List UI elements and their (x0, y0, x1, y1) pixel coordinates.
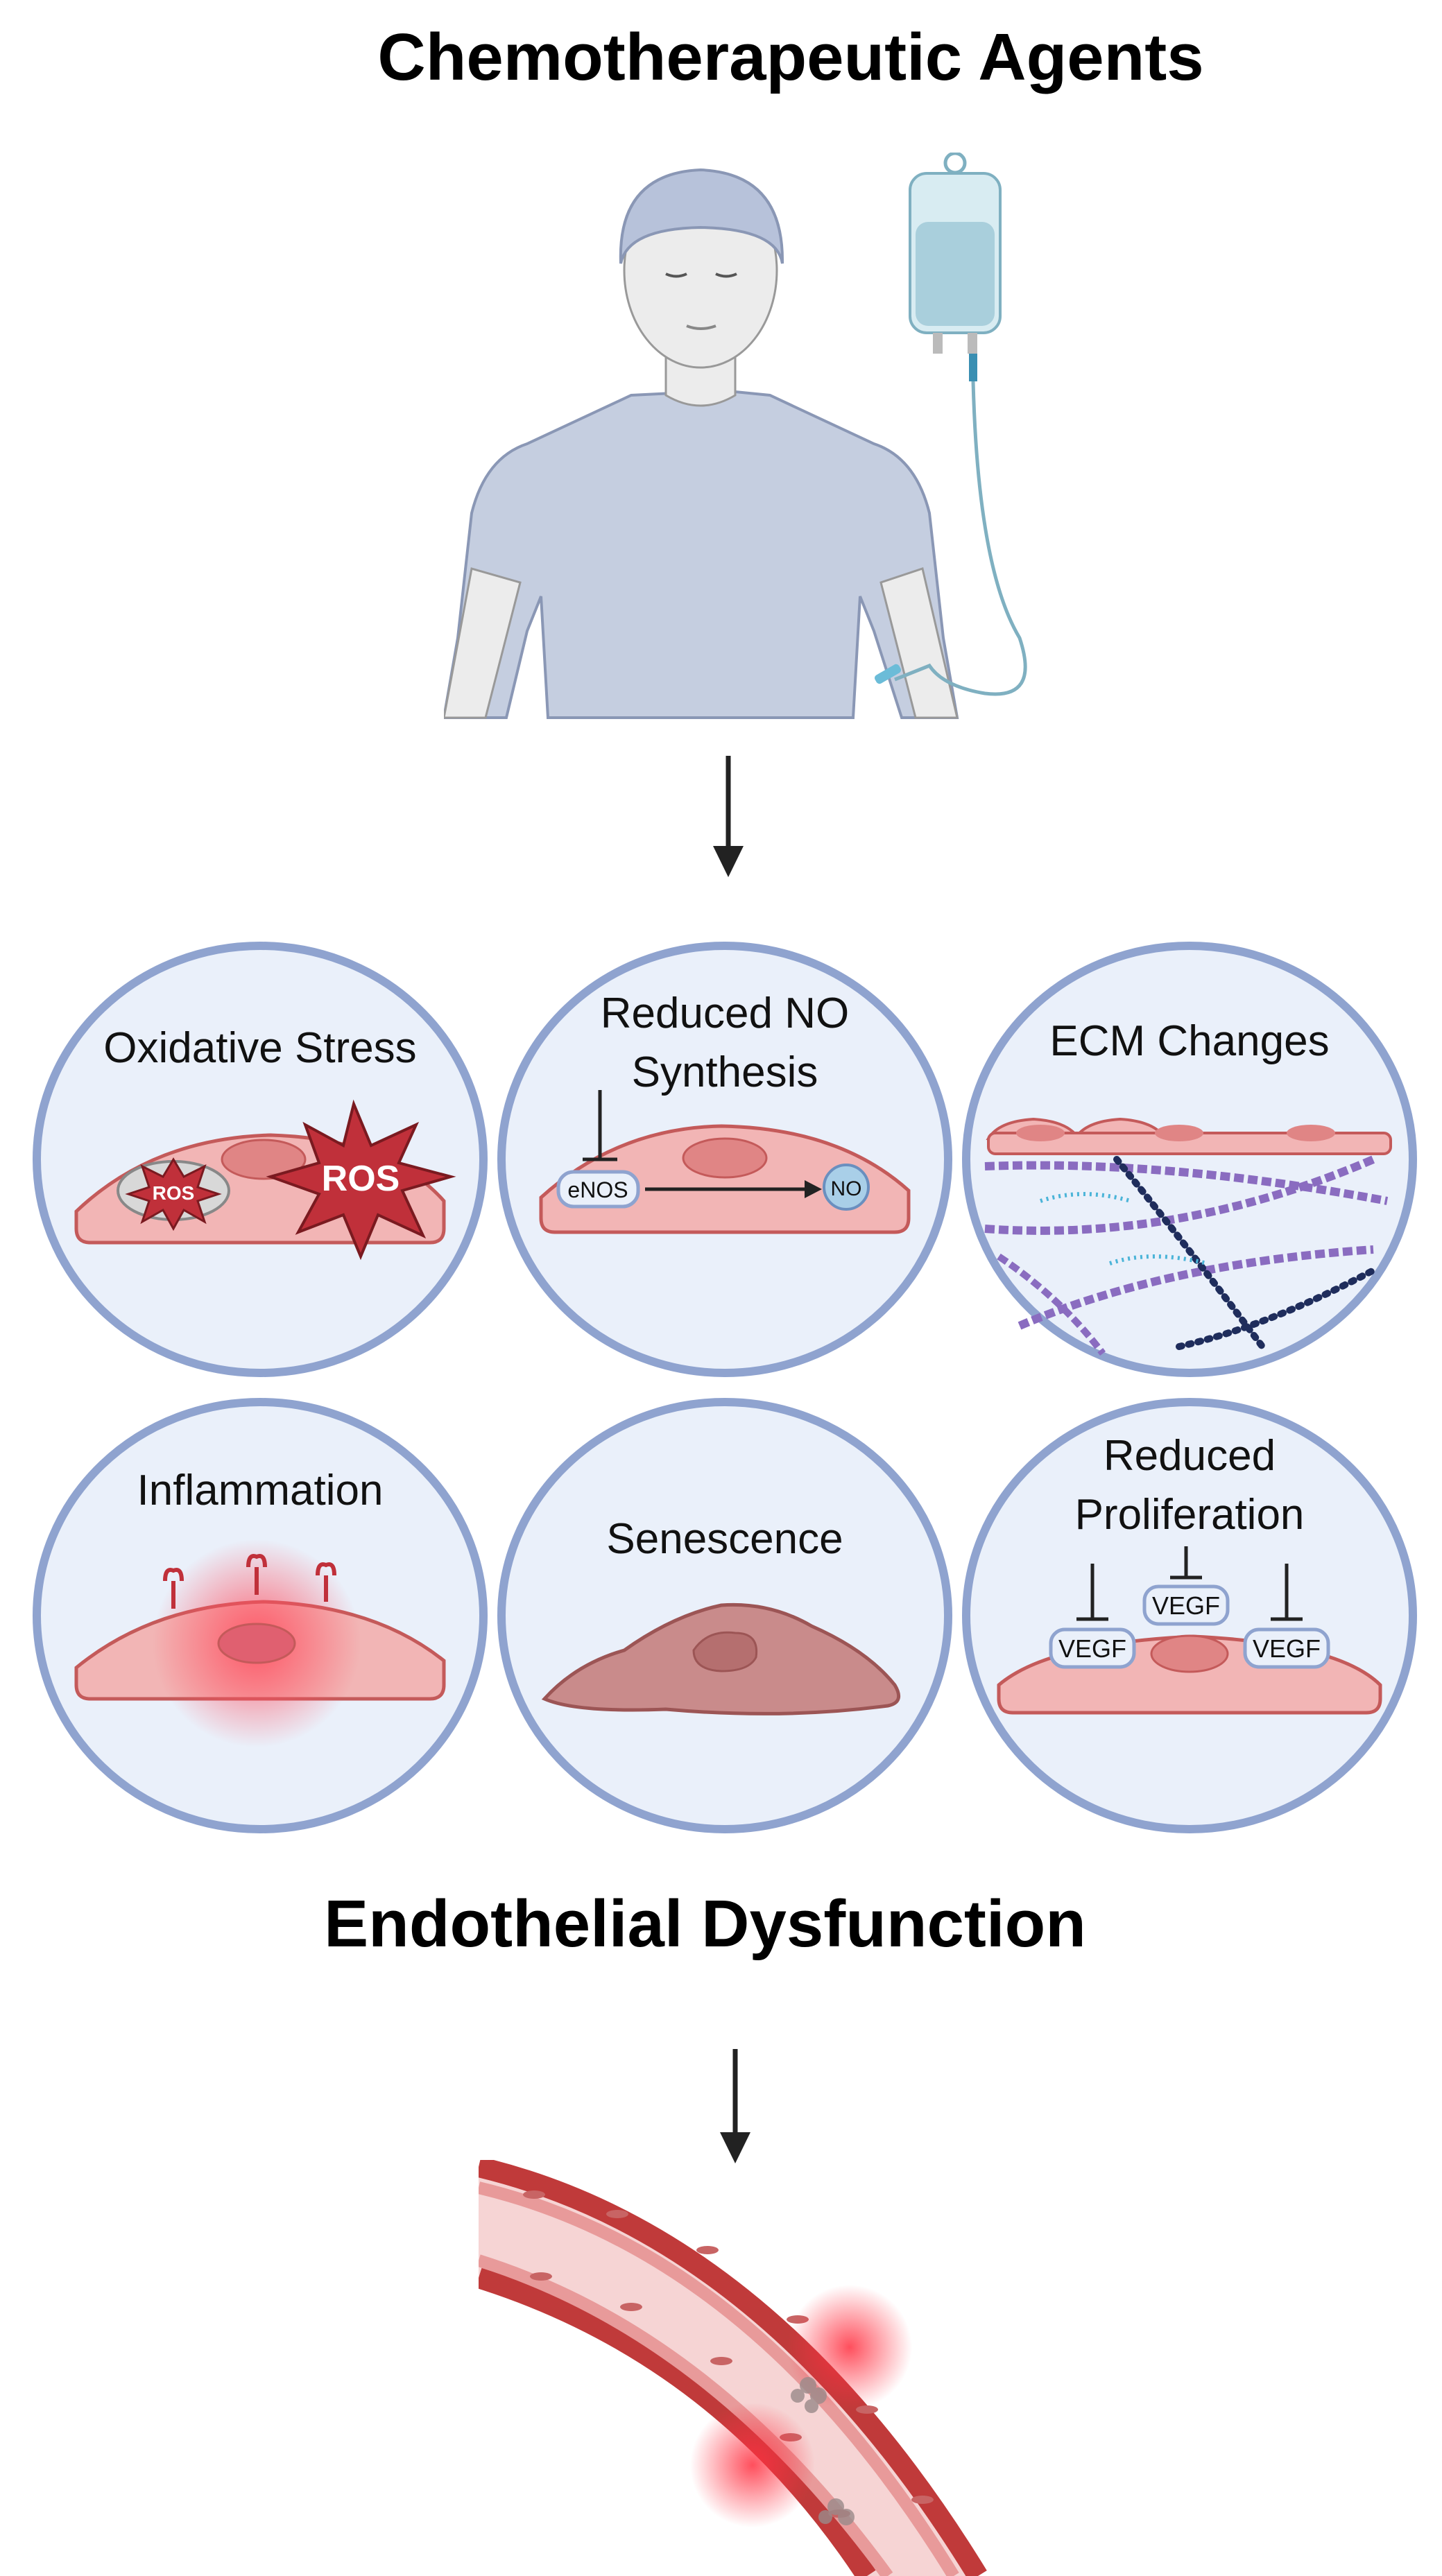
vegf-tag-right: VEGF (1253, 1634, 1321, 1663)
blood-vessel-icon (479, 2160, 987, 2576)
top-title: Chemotherapeutic Agents (377, 20, 1204, 94)
enos-tag: eNOS (567, 1177, 628, 1202)
panel-label-line2: Proliferation (1075, 1491, 1305, 1539)
panel-label: Oxidative Stress (103, 1024, 416, 1072)
panel-oxidative-stress: Oxidative Stress ROS ROS (33, 942, 488, 1377)
panel-senescence: Senescence (497, 1398, 952, 1833)
vegf-tag-middle: VEGF (1152, 1591, 1220, 1620)
panel-ecm-changes: ECM Changes (962, 942, 1417, 1377)
down-arrow-icon (720, 2049, 750, 2163)
panel-label: Inflammation (137, 1467, 384, 1514)
panel-label-line1: Reduced NO (601, 989, 849, 1037)
panel-label-line1: Reduced (1104, 1432, 1276, 1480)
panel-reduced-proliferation: Reduced Proliferation VEGF VEGF VEGF (962, 1398, 1417, 1833)
bottom-title: Endothelial Dysfunction (324, 1887, 1086, 1961)
panel-label-line2: Synthesis (632, 1048, 818, 1096)
ros-tag-small: ROS (153, 1182, 195, 1204)
panel-inflammation: Inflammation (33, 1398, 488, 1833)
panel-label: ECM Changes (1049, 1017, 1329, 1065)
no-tag: NO (831, 1177, 862, 1200)
ros-tag-large: ROS (322, 1159, 400, 1199)
down-arrow-icon (713, 756, 744, 877)
patient-figure-icon (444, 153, 1027, 719)
vegf-tag-left: VEGF (1058, 1634, 1126, 1663)
panel-label: Senescence (606, 1515, 843, 1563)
panel-reduced-no-synthesis: Reduced NO Synthesis eNOS NO (497, 942, 952, 1377)
iv-bag-icon (875, 153, 1027, 696)
